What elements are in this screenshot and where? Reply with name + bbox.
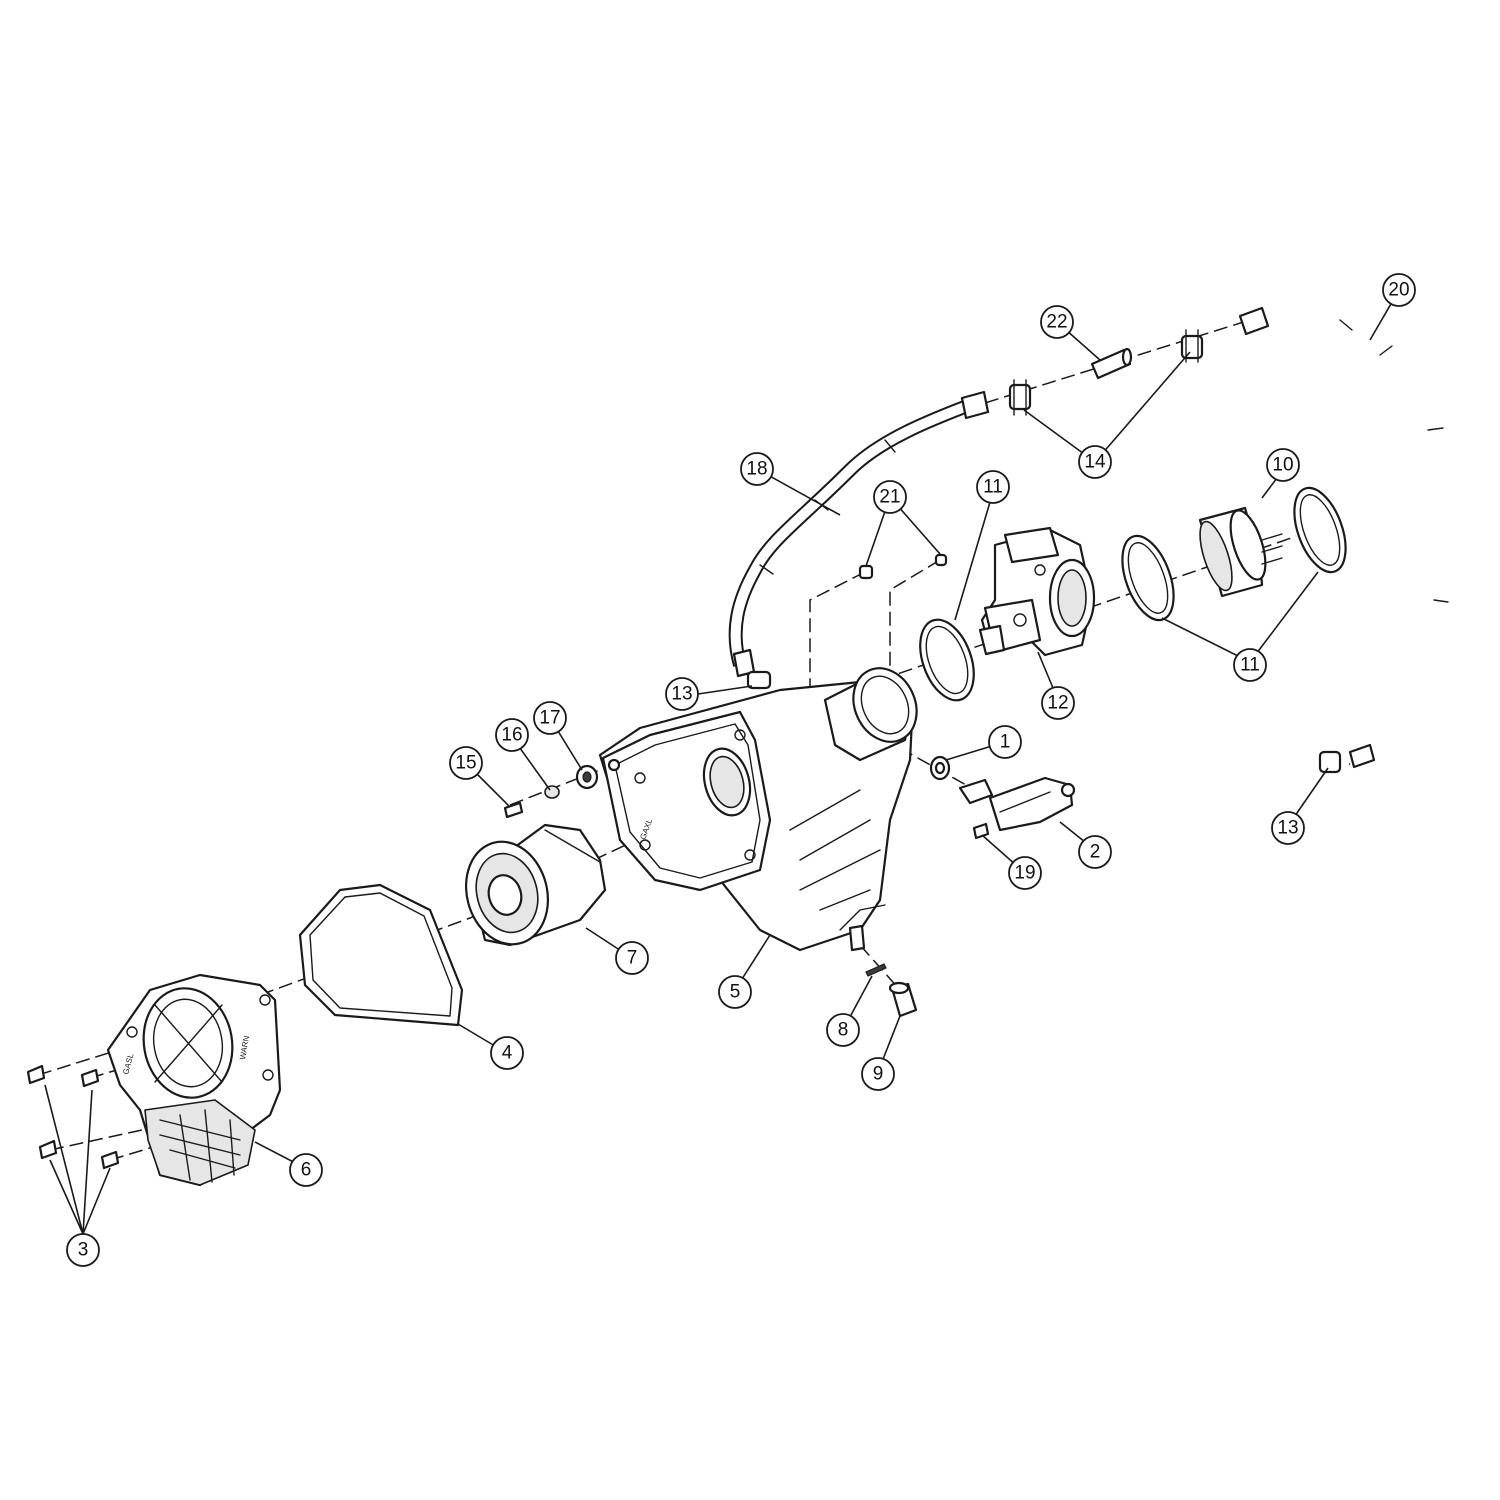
gasket-4 <box>298 883 464 1027</box>
air-box-cover-6: GASL WARN <box>106 973 282 1187</box>
callout-label-10: 10 <box>1272 455 1293 476</box>
callout-label-12: 12 <box>1047 693 1068 714</box>
callout-label-2: 2 <box>1090 842 1101 863</box>
callout-label-8: 8 <box>838 1020 849 1041</box>
callout-label-20: 20 <box>1388 280 1409 301</box>
throttle-body-12 <box>978 526 1096 657</box>
hose-clamps-13 <box>746 670 1376 774</box>
svg-text:WARN: WARN <box>238 1035 251 1061</box>
drain-clip-and-cap <box>865 963 918 1018</box>
callout-label-11-upper: 11 <box>983 477 1003 498</box>
callout-label-18: 18 <box>746 459 767 480</box>
callout-label-17: 17 <box>539 708 560 729</box>
callout-label-16: 16 <box>501 725 522 746</box>
callout-21: 21 <box>873 480 907 514</box>
callout-11-upper: 11 <box>976 470 1010 504</box>
callout-label-19: 19 <box>1014 863 1035 884</box>
intake-coupler-10 <box>1198 506 1283 598</box>
callout-13-right: 13 <box>1271 811 1305 845</box>
callout-18: 18 <box>740 452 774 486</box>
hose-clamps-14 <box>1008 329 1204 416</box>
callout-label-6: 6 <box>301 1160 312 1181</box>
callout-label-15: 15 <box>455 753 476 774</box>
callout-label-13-left: 13 <box>671 684 692 705</box>
callout-label-7: 7 <box>627 948 638 969</box>
callout-7: 7 <box>615 941 649 975</box>
callout-label-14: 14 <box>1084 452 1106 473</box>
callout-20: 20 <box>1382 273 1416 307</box>
callout-label-5: 5 <box>730 982 741 1003</box>
callout-5: 5 <box>718 975 752 1009</box>
callout-19: 19 <box>1008 856 1042 890</box>
callout-label-11-lower: 11 <box>1240 655 1260 676</box>
callout-label-21: 21 <box>879 487 900 508</box>
callout-14: 14 <box>1078 445 1112 479</box>
callout-10: 10 <box>1266 448 1300 482</box>
callout-label-9: 9 <box>873 1064 884 1085</box>
callout-9: 9 <box>861 1057 895 1091</box>
callout-15: 15 <box>449 746 483 780</box>
callout-label-22: 22 <box>1046 312 1067 333</box>
screw-washer-grommet <box>503 758 621 819</box>
callout-label-4: 4 <box>502 1043 513 1064</box>
hose-clamps-11 <box>919 486 1347 702</box>
connector-pipe-22 <box>1090 347 1133 380</box>
callout-6: 6 <box>289 1153 323 1187</box>
callout-16: 16 <box>495 718 529 752</box>
callout-3: 3 <box>66 1233 100 1267</box>
screws-21 <box>858 553 948 580</box>
callout-2: 2 <box>1078 835 1112 869</box>
air-filter-7 <box>464 823 607 947</box>
callout-label-1: 1 <box>1000 732 1011 753</box>
sensor-assembly <box>929 755 1076 840</box>
callout-11-lower: 11 <box>1233 648 1267 682</box>
air-box-5: GAXL <box>598 667 918 952</box>
callout-4: 4 <box>490 1036 524 1070</box>
callout-13-left: 13 <box>665 677 699 711</box>
callout-22: 22 <box>1040 305 1074 339</box>
callout-8: 8 <box>826 1013 860 1047</box>
callout-17: 17 <box>533 701 567 735</box>
callout-12: 12 <box>1041 686 1075 720</box>
bolts-3 <box>26 1064 120 1170</box>
callout-label-3: 3 <box>78 1240 89 1261</box>
callout-label-13-right: 13 <box>1277 818 1298 839</box>
callout-1: 1 <box>988 725 1022 759</box>
